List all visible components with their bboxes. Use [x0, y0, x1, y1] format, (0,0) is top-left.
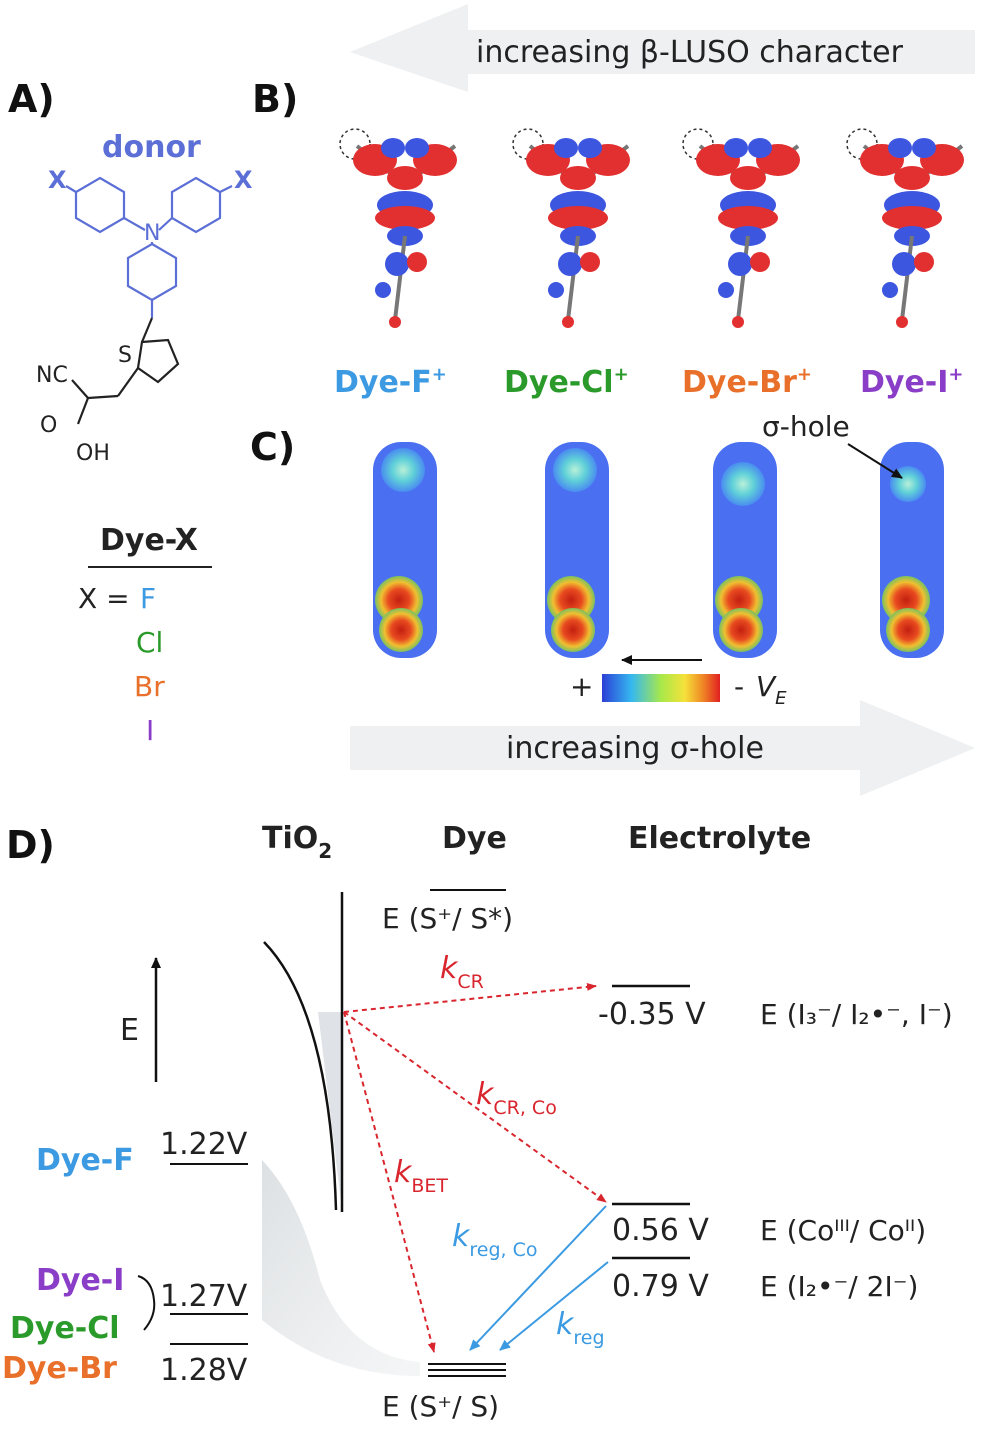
dye-cl-level-name: Dye-Cl: [10, 1311, 120, 1346]
tio2-band-fill: [318, 1012, 342, 1210]
bottom-arrow-shape: [350, 700, 975, 796]
dye-i-plus-label: Dye-I+: [860, 364, 964, 400]
value-1-27: 1.27V: [160, 1279, 248, 1314]
panel-a: A) donor X X N S NC O OH D: [8, 77, 253, 747]
label-k-cr-co: kCR, Co: [476, 1077, 557, 1119]
halogen-br: Br: [134, 670, 165, 703]
donor-label: donor: [102, 130, 201, 165]
energy-axis-label: E: [120, 1013, 139, 1048]
electrolyte-header: Electrolyte: [628, 821, 811, 856]
value-i3: -0.35 V: [598, 997, 706, 1032]
ve-minus: -: [734, 670, 744, 703]
ve-symbol: VE: [756, 670, 787, 709]
couple-co: E (Coᴵᴵᴵ/ Coᴵᴵ): [760, 1214, 926, 1247]
panel-c-label: C): [250, 425, 295, 469]
value-1-22: 1.22V: [160, 1127, 248, 1162]
dye-br-level-name: Dye-Br: [2, 1351, 117, 1386]
orbital-dye-i: [846, 128, 964, 328]
panel-b: increasing β-LUSO character B): [252, 4, 975, 400]
ve-color-bar: [602, 674, 720, 702]
arrow-k-cr: [343, 982, 597, 1013]
orbital-dye-f: [339, 128, 457, 328]
panel-c: C) σ-hole + -: [250, 410, 975, 796]
homo-shading: [262, 1160, 420, 1376]
donor-structure: [65, 176, 233, 318]
couple-i3: E (I₃⁻/ I₂•⁻, I⁻): [760, 998, 953, 1031]
x-equals: X =: [78, 582, 130, 615]
o-atom: O: [40, 413, 57, 438]
top-arrow-shape: [350, 4, 975, 92]
tio2-band-curve: [263, 941, 338, 1211]
nc-group: NC: [36, 363, 68, 388]
dye-x-header: Dye-X: [100, 523, 198, 558]
brace: [137, 1275, 156, 1331]
dye-header: Dye: [442, 821, 507, 856]
halogen-f: F: [140, 582, 156, 615]
oh-group: OH: [76, 441, 110, 466]
esp-dye-f: [373, 442, 437, 658]
n-atom: N: [144, 221, 160, 246]
arrow-k-cr-co: [343, 1011, 607, 1203]
value-1-28: 1.28V: [160, 1353, 248, 1388]
esp-dye-br: [713, 442, 777, 658]
panel-d: D) TiO2 Dye Electrolyte E E (S⁺/ S*) -0.…: [2, 821, 953, 1423]
label-k-reg: kreg: [556, 1307, 605, 1349]
ve-plus: +: [570, 670, 593, 703]
esp-dye-cl: [545, 442, 609, 658]
acceptor-structure: [71, 317, 180, 425]
couple-i2: E (I₂•⁻/ 2I⁻): [760, 1270, 918, 1303]
arrow-k-reg-co: [469, 1205, 607, 1351]
halogen-cl: Cl: [136, 626, 163, 659]
x-right: X: [234, 166, 253, 194]
sigma-hole-label: σ-hole: [762, 410, 850, 443]
dye-i-level-name: Dye-I: [36, 1263, 124, 1298]
value-i2: 0.79 V: [612, 1269, 709, 1304]
label-k-cr: kCR: [440, 951, 484, 993]
panel-d-label: D): [6, 823, 55, 867]
dye-cl-plus-label: Dye-Cl+: [504, 364, 629, 400]
tio2-header: TiO2: [262, 821, 332, 863]
dye-f-level-name: Dye-F: [36, 1143, 134, 1178]
x-left: X: [48, 166, 67, 194]
orbital-dye-cl: [512, 128, 630, 328]
top-arrow-label: increasing β-LUSO character: [476, 35, 904, 70]
arrow-k-reg: [499, 1261, 609, 1351]
value-co: 0.56 V: [612, 1213, 709, 1248]
s-atom: S: [118, 343, 132, 368]
panel-b-label: B): [252, 77, 298, 121]
orbital-dye-br: [682, 128, 800, 328]
halogen-i: I: [146, 714, 154, 747]
excited-state-label: E (S⁺/ S*): [382, 902, 513, 935]
label-k-reg-co: kreg, Co: [452, 1219, 538, 1261]
label-k-bet: kBET: [394, 1155, 448, 1197]
panel-a-label: A): [8, 77, 55, 121]
arrow-k-bet: [343, 1011, 436, 1353]
bottom-arrow-label: increasing σ-hole: [506, 731, 764, 766]
dye-br-plus-label: Dye-Br+: [682, 364, 812, 400]
esp-dye-i: [880, 442, 944, 658]
ground-state-label: E (S⁺/ S): [382, 1390, 499, 1423]
sigma-hole-pointer: [847, 443, 903, 479]
dye-f-plus-label: Dye-F+: [334, 364, 447, 400]
